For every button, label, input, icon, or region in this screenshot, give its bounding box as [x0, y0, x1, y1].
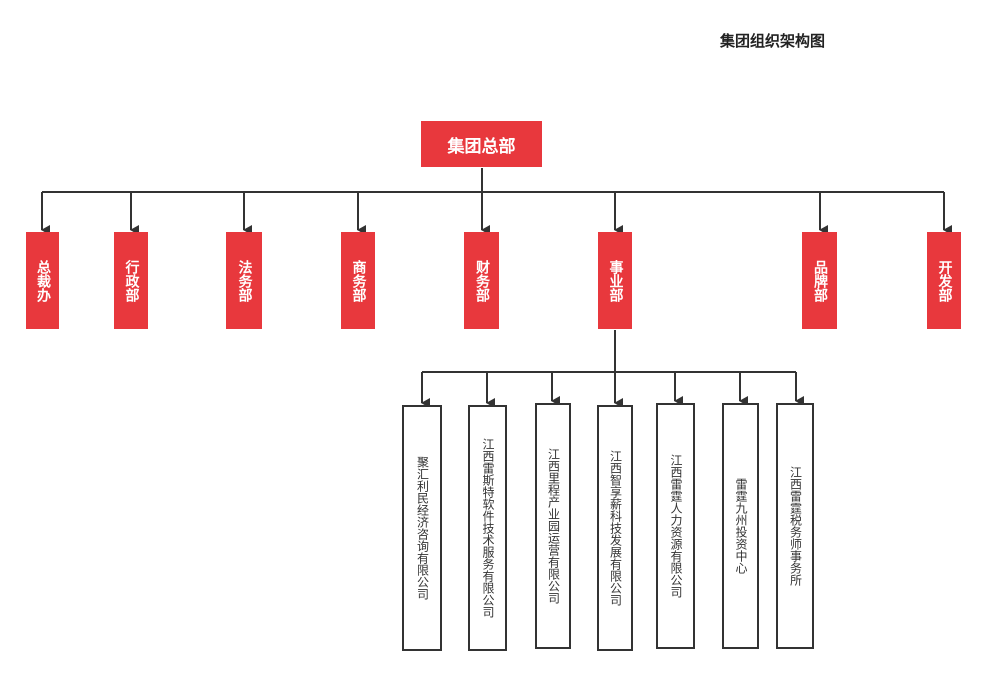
dept-label: 开发部 [936, 259, 953, 302]
root-label: 集团总部 [447, 136, 516, 157]
dept-label: 总裁办 [35, 259, 51, 302]
dept-label: 品牌部 [812, 259, 828, 302]
dept-node-zongcaiban: 总裁办 [26, 232, 59, 329]
subsidiary-label: 江西雷斯特软件技术服务有限公司 [481, 438, 495, 618]
dept-label: 事业部 [607, 259, 624, 302]
dept-node-shangwu: 商务部 [341, 232, 375, 329]
dept-node-shiye: 事业部 [598, 232, 632, 329]
subsidiary-label: 江西智享薪科技发展有限公司 [608, 450, 623, 606]
diagram-title: 集团组织架构图 [720, 32, 826, 50]
dept-node-xingzheng: 行政部 [114, 232, 148, 329]
dept-label: 行政部 [123, 259, 140, 302]
subsidiary-node-leisite: 江西雷斯特软件技术服务有限公司 [468, 405, 507, 651]
dept-label: 财务部 [474, 259, 490, 302]
subsidiary-label: 雷霆九州投资中心 [734, 478, 748, 574]
subsidiary-node-licheng: 江西里程产业园运营有限公司 [535, 403, 571, 649]
subsidiary-node-shuiwu: 江西雷霆税务师事务所 [776, 403, 814, 649]
subsidiary-label: 江西雷霆人力资源有限公司 [669, 454, 683, 598]
subsidiary-node-jiuzhou: 雷霆九州投资中心 [722, 403, 759, 649]
root-node: 集团总部 [421, 121, 542, 167]
subsidiary-label: 聚汇利民经济咨询有限公司 [415, 456, 430, 600]
dept-node-caiwu: 财务部 [464, 232, 499, 329]
dept-node-kaifa: 开发部 [927, 232, 961, 329]
subsidiary-node-zhixiang: 江西智享薪科技发展有限公司 [597, 405, 633, 651]
subsidiary-label: 江西雷霆税务师事务所 [788, 466, 803, 586]
dept-node-pinpai: 品牌部 [802, 232, 837, 329]
dept-label: 商务部 [350, 259, 367, 302]
subsidiary-label: 江西里程产业园运营有限公司 [546, 448, 561, 604]
dept-label: 法务部 [236, 259, 253, 302]
subsidiary-node-juhui: 聚汇利民经济咨询有限公司 [402, 405, 442, 651]
subsidiary-node-leiting-hr: 江西雷霆人力资源有限公司 [656, 403, 695, 649]
dept-node-fawu: 法务部 [226, 232, 262, 329]
